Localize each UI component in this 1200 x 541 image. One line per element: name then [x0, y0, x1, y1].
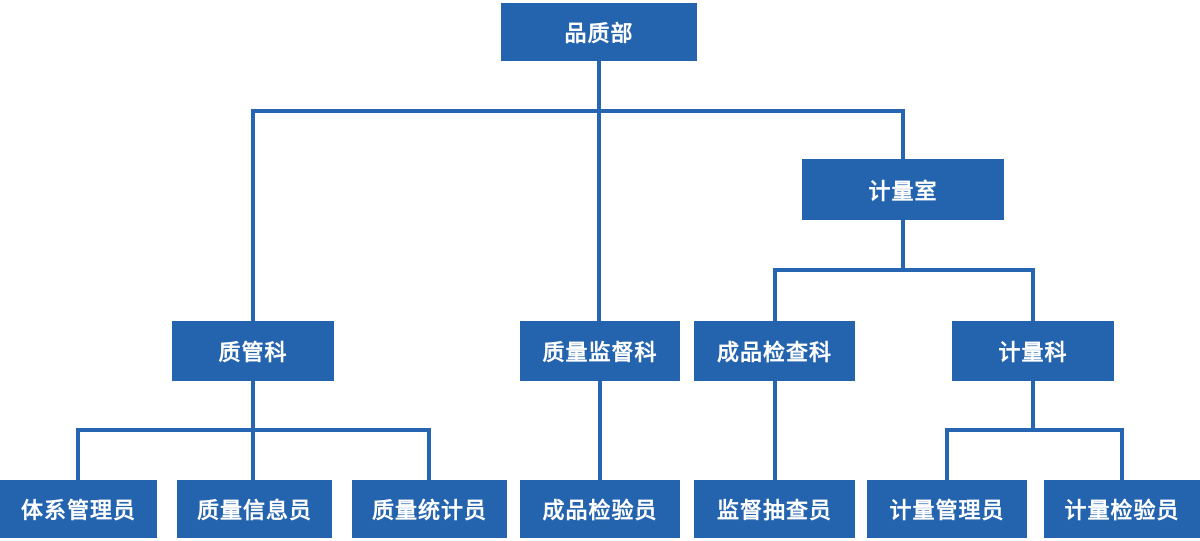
- connector-root-stem: [597, 61, 601, 113]
- connector-to-metrology-section: [1031, 268, 1035, 321]
- org-node-quality-dept: 品质部: [501, 3, 697, 61]
- connector-to-quality-mgmt-section: [251, 109, 255, 321]
- connector-to-metrology-admin: [945, 428, 949, 480]
- connector-to-supervision-sampler: [773, 381, 777, 480]
- org-node-supervision-sampler: 监督抽查员: [694, 480, 855, 538]
- org-node-quality-supervision-section: 质量监督科: [520, 321, 680, 381]
- org-node-system-admin: 体系管理员: [0, 480, 157, 538]
- org-node-metrology-section: 计量科: [952, 321, 1114, 381]
- org-node-metrology-office: 计量室: [802, 159, 1004, 220]
- connector-to-metrology-inspector: [1120, 428, 1124, 480]
- org-node-quality-statistician: 质量统计员: [352, 480, 507, 538]
- connector-to-metrology-office: [901, 109, 905, 159]
- org-node-quality-info-officer: 质量信息员: [177, 480, 332, 538]
- org-node-product-inspector: 成品检验员: [520, 480, 680, 538]
- connector-to-quality-statistician: [427, 428, 431, 480]
- org-node-metrology-inspector: 计量检验员: [1044, 480, 1200, 538]
- connector-to-system-admin: [76, 428, 80, 480]
- connector-metrology-sec-horizontal: [945, 428, 1124, 432]
- connector-metrology-office-stem: [901, 220, 905, 272]
- org-node-metrology-admin: 计量管理员: [867, 480, 1027, 538]
- connector-quality-mgmt-horizontal: [76, 428, 431, 432]
- org-node-product-inspection-section: 成品检查科: [694, 321, 855, 381]
- connector-top-horizontal: [251, 109, 905, 113]
- connector-to-supervision-section: [597, 109, 601, 321]
- org-node-quality-mgmt-section: 质管科: [172, 321, 334, 381]
- connector-to-product-inspector: [598, 381, 602, 480]
- connector-to-inspection-section: [773, 268, 777, 321]
- connector-metrology-section-stem: [1031, 381, 1035, 432]
- connector-metrology-horizontal: [773, 268, 1035, 272]
